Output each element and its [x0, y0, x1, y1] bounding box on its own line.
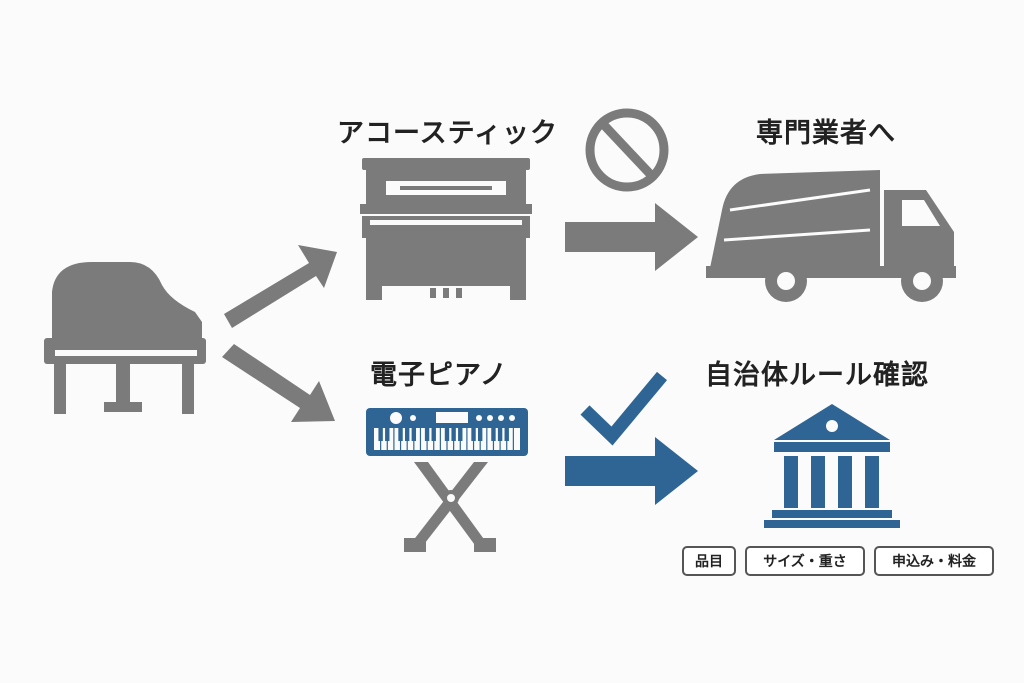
black-key — [491, 428, 496, 441]
black-key — [431, 428, 436, 441]
arrow-to-digital — [222, 344, 335, 422]
acoustic-label: アコースティック — [337, 118, 559, 149]
garbage-truck-icon — [706, 170, 956, 302]
specialist-label: 専門業者へ — [756, 118, 896, 149]
arrow-to-specialist — [565, 203, 698, 271]
black-key — [451, 428, 456, 441]
tag-application-fee: 申込み・料金 — [874, 546, 994, 576]
black-key — [444, 428, 450, 441]
black-key — [471, 428, 476, 441]
arrow-to-acoustic — [224, 245, 337, 328]
checkmark-icon — [580, 371, 667, 446]
grand-piano-icon — [44, 262, 206, 414]
black-key — [497, 428, 503, 441]
tag-item: 品目 — [682, 546, 736, 576]
digital-piano-label: 電子ピアノ — [370, 360, 508, 391]
black-key — [385, 428, 390, 441]
municipal-rules-label: 自治体ルール確認 — [705, 360, 929, 391]
keyboard-on-stand-icon — [366, 408, 528, 552]
upright-piano-icon — [360, 158, 532, 300]
black-key — [504, 428, 509, 441]
black-key — [404, 428, 410, 441]
black-key — [398, 428, 403, 441]
black-key — [458, 428, 463, 441]
black-key — [477, 428, 483, 441]
prohibited-icon — [585, 108, 669, 192]
black-key — [411, 428, 417, 441]
government-building-icon — [764, 404, 900, 528]
arrow-to-municipal — [565, 437, 698, 505]
black-key — [424, 428, 430, 441]
tag-size-weight: サイズ・重さ — [745, 546, 865, 576]
black-key — [378, 428, 383, 441]
